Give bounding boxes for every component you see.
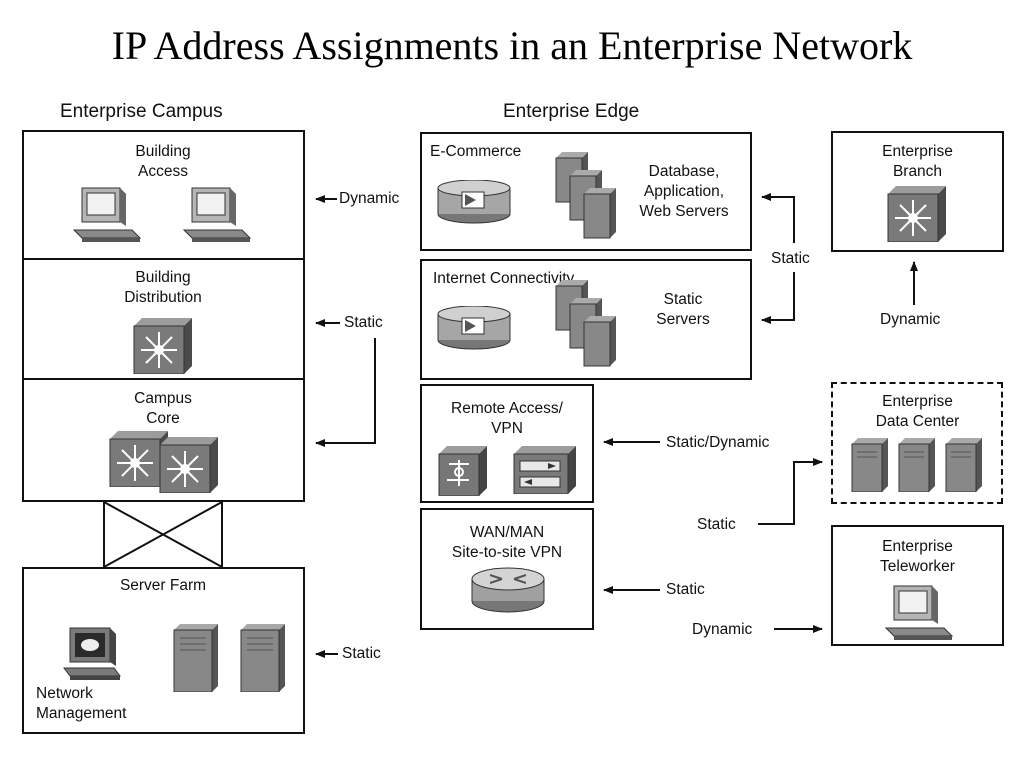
remote-access-label: Remote Access/VPN — [451, 400, 563, 437]
multilayer-switch-icon — [887, 186, 946, 242]
access-server-icon — [438, 446, 487, 496]
multilayer-switch-icon — [159, 437, 218, 493]
server-icon — [898, 438, 935, 492]
annotation-access: Dynamic — [339, 190, 400, 207]
server-icon — [555, 152, 616, 239]
internet-connectivity-label: Internet Connectivity — [433, 270, 575, 287]
pc-icon — [182, 187, 252, 242]
server-icon — [173, 624, 218, 692]
ecommerce-label: E-Commerce — [430, 143, 522, 160]
multilayer-switch-icon — [133, 318, 192, 374]
network-management-icon — [63, 627, 121, 680]
server-icon — [240, 624, 285, 692]
server-icon — [945, 438, 982, 492]
annotation-server-farm: Static — [342, 645, 381, 662]
arrow-data-center — [758, 458, 823, 525]
firewall-icon — [437, 306, 511, 350]
arrow-internet — [761, 272, 795, 324]
annotation-edge-servers: Static — [771, 250, 810, 267]
firewall-icon — [437, 180, 511, 224]
annotation-branch: Dynamic — [880, 311, 941, 328]
annotation-distribution: Static — [344, 314, 383, 331]
server-icon — [555, 280, 616, 367]
ecommerce-servers-label: Database,Application,Web Servers — [639, 163, 729, 220]
server-farm-label: Server Farm — [119, 577, 207, 594]
core-link-cross-b — [103, 501, 223, 568]
page-title: IP Address Assignments in an Enterprise … — [111, 23, 913, 68]
pc-icon — [884, 585, 954, 640]
annotation-teleworker: Dynamic — [692, 621, 753, 638]
annotation-wan: Static — [666, 581, 705, 598]
annotation-data-center: Static — [697, 516, 736, 533]
campus-section-label: Enterprise Campus — [60, 101, 223, 122]
pc-icon — [72, 187, 142, 242]
router-icon — [471, 567, 545, 613]
server-icon — [851, 438, 888, 492]
edge-section-label: Enterprise Edge — [503, 101, 640, 122]
arrow-core — [315, 338, 376, 447]
annotation-remote-access: Static/Dynamic — [666, 434, 770, 451]
arrow-ecommerce — [761, 193, 795, 243]
vpn-concentrator-icon — [513, 446, 576, 494]
